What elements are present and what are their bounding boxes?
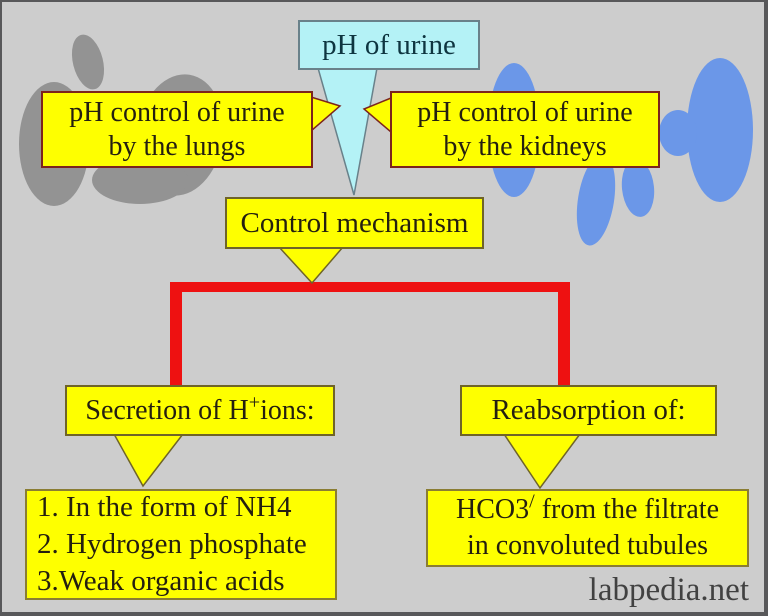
- reabsorption-label: Reabsorption of:: [491, 394, 686, 427]
- kidneys-control-line1: pH control of urine: [417, 96, 633, 128]
- lungs-control-line2: by the lungs: [108, 130, 246, 162]
- kidneys-control-line2: by the kidneys: [443, 130, 607, 162]
- hco3-superscript-slash: /: [529, 490, 535, 513]
- list-item-3: 3.Weak organic acids: [37, 565, 285, 597]
- lungs-control-box: pH control of urine by the lungs: [41, 91, 313, 168]
- reabsorption-box: Reabsorption of:: [460, 385, 717, 436]
- list-item-2: 2. Hydrogen phosphate: [37, 528, 307, 560]
- ph-of-urine-box: pH of urine: [298, 20, 480, 70]
- control-callout-tail: [277, 246, 345, 285]
- hco3-line1-post: from the filtrate: [534, 494, 719, 525]
- control-mechanism-box: Control mechanism: [225, 197, 484, 249]
- connector-right-leg: [558, 282, 570, 387]
- secretion-label-pre: Secretion of H: [85, 394, 249, 426]
- secretion-superscript-plus: +: [248, 391, 261, 414]
- hco3-line1-pre: HCO3: [456, 494, 530, 525]
- hco3-line1: HCO3/ from the filtrate: [456, 492, 719, 528]
- list-item-1: 1. In the form of NH4: [37, 491, 292, 523]
- secretion-label: Secretion of H+ions:: [85, 391, 315, 428]
- secretion-callout-tail: [112, 433, 185, 488]
- reabsorption-callout-tail: [502, 433, 582, 490]
- lungs-control-line1: pH control of urine: [69, 96, 285, 128]
- control-mechanism-label: Control mechanism: [240, 206, 469, 239]
- title-callout-tail: [317, 67, 378, 196]
- connector-left-leg: [170, 282, 182, 387]
- watermark: labpedia.net: [588, 572, 749, 608]
- kidneys-control-box: pH control of urine by the kidneys: [390, 91, 660, 168]
- red-connector: [170, 282, 570, 387]
- secretion-box: Secretion of H+ions:: [65, 385, 335, 436]
- secretion-label-post: ions:: [260, 394, 315, 426]
- hco3-box: HCO3/ from the filtrate in convoluted tu…: [426, 489, 749, 567]
- secretion-list-box: 1. In the form of NH4 2. Hydrogen phosph…: [25, 489, 337, 600]
- kidneys-silhouette: [488, 58, 753, 246]
- ph-of-urine-label: pH of urine: [322, 28, 456, 61]
- hco3-line2: in convoluted tubules: [466, 530, 709, 561]
- connector-horizontal-bar: [170, 282, 570, 292]
